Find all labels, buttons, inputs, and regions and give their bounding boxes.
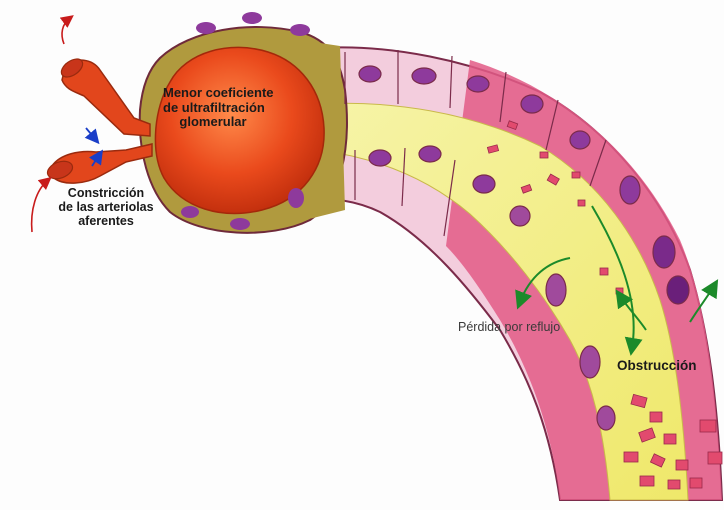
obstruction-label: Obstrucción [617, 358, 697, 373]
glomerulus-label-line-3: glomerular [163, 115, 263, 130]
constriction-label-line-3: aferentes [58, 214, 154, 228]
blood-flow-out-arrow-icon [62, 18, 70, 44]
glomerulus-label-line-1: Menor coeficiente [163, 86, 263, 101]
constriction-label-line-1: Constricción [58, 186, 154, 200]
glomerulus [155, 47, 324, 213]
glomerulus-label-line-2: de ultrafiltración [163, 101, 263, 116]
glomerulus-label: Menor coeficiente de ultrafiltración glo… [163, 86, 263, 130]
constriction-label-line-2: de las arteriolas [58, 200, 154, 214]
blood-flow-in-arrow-icon [32, 180, 48, 232]
backleak-label: Pérdida por reflujo [458, 320, 560, 334]
constriction-arrow-top-icon [86, 128, 96, 140]
constriction-label: Constricción de las arteriolas aferentes [58, 186, 154, 228]
